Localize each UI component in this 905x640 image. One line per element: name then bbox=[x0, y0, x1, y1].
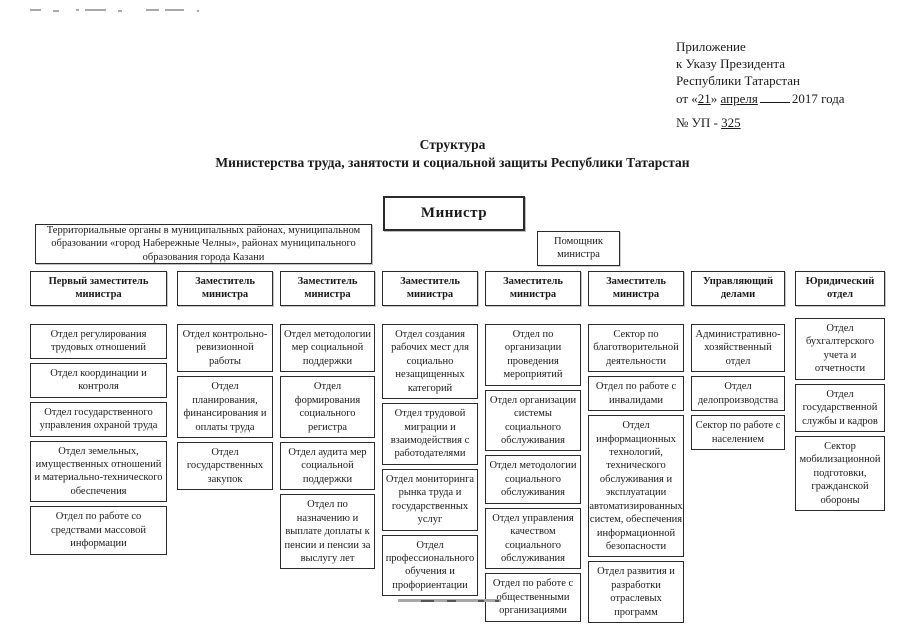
dept-box: Отдел государственного управления охрано… bbox=[30, 401, 167, 437]
dept-box: Отдел по работе с инвалидами bbox=[588, 376, 684, 412]
dept-box: Отдел аудита мер социальной поддержки bbox=[280, 441, 375, 491]
dept-box: Отдел государственных закупок bbox=[177, 441, 273, 491]
territorial-bodies-box: Территориальные органы в муниципальных р… bbox=[35, 224, 372, 264]
dept-box: Отдел управления качеством социального о… bbox=[485, 507, 581, 570]
dept-box: Отдел делопроизводства bbox=[691, 376, 785, 412]
minister-assistant-box: Помощник министра bbox=[537, 231, 620, 266]
dept-box: Административно-хозяйственный отдел bbox=[691, 323, 785, 373]
column-first-deputy-minister: Первый заместитель министра Отдел регули… bbox=[30, 271, 167, 555]
column-legal-department: Юридический отдел Отдел бухгалтерского у… bbox=[795, 271, 885, 512]
dept-box: Отдел информационных технологий, техниче… bbox=[588, 415, 684, 558]
dept-box: Отдел контрольно-ревизионной работы bbox=[177, 323, 273, 373]
column-deputy-minister-2: Заместитель министра Отдел методологии м… bbox=[280, 271, 375, 570]
dept-box: Отдел организации системы социального об… bbox=[485, 389, 581, 452]
dept-box: Отдел по работе с общественными организа… bbox=[485, 573, 581, 622]
dept-box: Отдел развития и разработки отраслевых п… bbox=[588, 561, 684, 624]
chart-title-line2: Министерства труда, занятости и социальн… bbox=[215, 155, 690, 170]
annotation-line: к Указу Президента bbox=[676, 56, 785, 72]
column-deputy-minister-4: Заместитель министра Отдел по организаци… bbox=[485, 271, 581, 622]
blank-underline bbox=[759, 91, 790, 104]
decree-annotation: Приложение к Указу Президента Республики… bbox=[676, 38, 901, 131]
column-deputy-minister-1: Заместитель министра Отдел контрольно-ре… bbox=[177, 271, 273, 491]
dept-box: Отдел методологии мер социальной поддерж… bbox=[280, 323, 375, 373]
dept-box: Отдел государственной службы и кадров bbox=[795, 383, 885, 432]
dept-box: Отдел мониторинга рынка труда и государс… bbox=[382, 468, 478, 531]
decree-date-line: от «21» апреля 2017 года bbox=[676, 90, 901, 107]
dept-box: Отдел планирования, финансирования и опл… bbox=[177, 376, 273, 438]
dept-box: Отдел регулирования трудовых отношений bbox=[30, 323, 167, 359]
dept-box: Отдел по организации проведения мероприя… bbox=[485, 323, 581, 386]
deputy-header-box: Заместитель министра bbox=[177, 271, 273, 306]
dept-box: Отдел земельных, имущественных отношений… bbox=[30, 440, 167, 503]
minister-box: Министр bbox=[383, 196, 525, 231]
dept-box: Отдел по назначению и выплате доплаты к … bbox=[280, 494, 375, 570]
dept-box: Отдел по работе со средствами массовой и… bbox=[30, 506, 167, 555]
deputy-header-box: Заместитель министра bbox=[382, 271, 478, 306]
date-year: 2017 года bbox=[791, 91, 845, 107]
date-month: апреля bbox=[720, 91, 758, 107]
deputy-header-box: Управляющий делами bbox=[691, 271, 785, 306]
chart-title-line1: Структура bbox=[419, 137, 486, 152]
dept-box: Отдел профессионального обучения и профо… bbox=[382, 534, 478, 597]
dept-box: Отдел бухгалтерского учета и отчетности bbox=[795, 317, 885, 380]
date-prefix: от « bbox=[676, 91, 698, 107]
annotation-line: Приложение bbox=[676, 39, 746, 54]
deputy-header-box: Заместитель министра bbox=[280, 271, 375, 306]
date-day: 21 bbox=[697, 91, 711, 107]
dept-box: Отдел создания рабочих мест для социальн… bbox=[382, 323, 478, 400]
decree-number-line: № УП - 325 bbox=[676, 114, 901, 131]
dept-box: Сектор по работе с населением bbox=[691, 415, 785, 450]
dept-box: Сектор по благотворительной деятельности bbox=[588, 323, 684, 373]
dept-box: Сектор мобилизационной подготовки, гражд… bbox=[795, 435, 885, 512]
deputy-header-box: Заместитель министра bbox=[485, 271, 581, 306]
annotation-line: Республики Татарстан bbox=[676, 73, 800, 89]
column-administration-chief: Управляющий делами Административно-хозяй… bbox=[691, 271, 785, 450]
decree-number-label: № УП - bbox=[676, 114, 718, 130]
dept-box: Отдел формирования социального регистра bbox=[280, 376, 375, 438]
deputy-header-box: Первый заместитель министра bbox=[30, 271, 167, 306]
dept-box: Отдел трудовой миграции и взаимодействия… bbox=[382, 403, 478, 465]
dept-box: Отдел методологии социального обслуживан… bbox=[485, 455, 581, 504]
chart-title: Структура Министерства труда, занятости … bbox=[0, 137, 905, 171]
column-deputy-minister-3: Заместитель министра Отдел создания рабо… bbox=[382, 271, 478, 597]
column-deputy-minister-5: Заместитель министра Сектор по благотвор… bbox=[588, 271, 684, 624]
decree-number-value: 325 bbox=[721, 114, 741, 130]
deputy-header-box: Юридический отдел bbox=[795, 271, 885, 306]
deputy-header-box: Заместитель министра bbox=[588, 271, 684, 306]
dept-box: Отдел координации и контроля bbox=[30, 362, 167, 398]
date-close-quote: » bbox=[710, 91, 718, 107]
